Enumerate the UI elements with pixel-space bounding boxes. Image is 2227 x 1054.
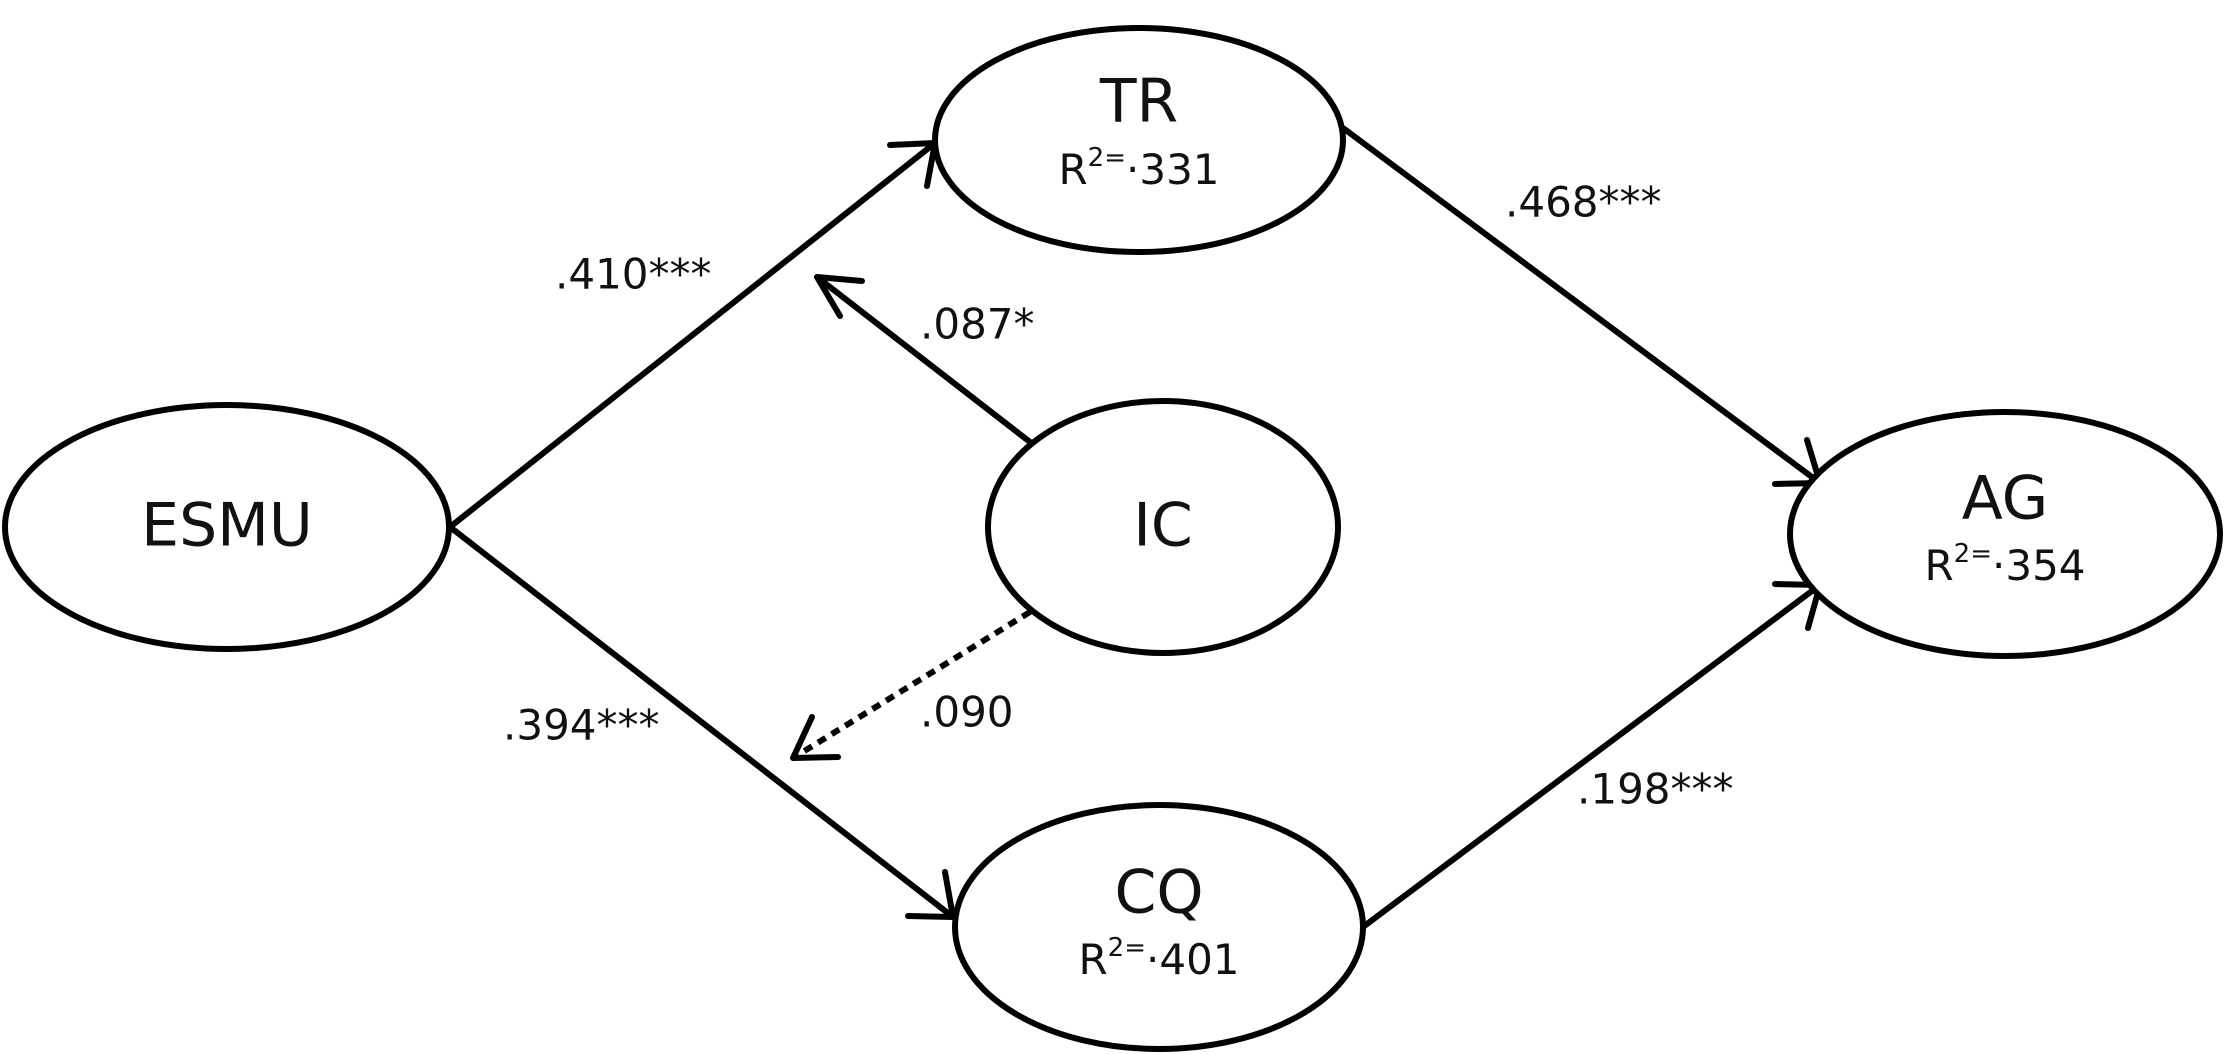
node-esmu-shape <box>2 402 452 652</box>
coef-ic-cq-path: .090 <box>920 688 1014 737</box>
node-ag: AG R2=·354 <box>1787 409 2223 659</box>
node-ic: IC <box>985 398 1341 656</box>
edge-ic-tr-path <box>815 274 1032 445</box>
edge-cq-ag <box>1361 582 1822 930</box>
node-esmu-label: ESMU <box>141 491 313 561</box>
node-cq-shape <box>952 802 1366 1052</box>
node-cq-r2-prefix: R <box>1078 935 1107 984</box>
node-cq-r2-value: ·401 <box>1146 935 1240 984</box>
node-cq-label: CQ <box>1114 858 1203 928</box>
node-tr-r2-sup: 2= <box>1088 143 1126 173</box>
arrowhead-ic-tr-path <box>814 274 865 319</box>
node-tr-r2-prefix: R <box>1058 145 1087 194</box>
node-ag-r2-value: ·354 <box>1992 541 2086 590</box>
coef-esmu-cq: .394*** <box>503 701 660 750</box>
edge-esmu-cq <box>448 524 955 920</box>
node-ag-r2: R2=·354 <box>1924 539 2085 590</box>
node-ic-shape <box>985 398 1341 656</box>
coefficients: .410*** .394*** .468*** .198*** .087* .0… <box>503 178 1734 814</box>
coef-tr-ag: .468*** <box>1505 178 1662 227</box>
coef-cq-ag: .198*** <box>1577 765 1734 814</box>
node-tr-label: TR <box>1099 67 1178 137</box>
node-tr-r2-value: ·331 <box>1126 145 1220 194</box>
node-cq: CQ R2=·401 <box>952 802 1366 1052</box>
node-tr-shape <box>932 25 1346 255</box>
coef-ic-tr-path: .087* <box>920 300 1035 349</box>
arrowhead-ic-cq-path <box>790 714 841 761</box>
node-tr-r2: R2=·331 <box>1058 143 1219 194</box>
node-ag-r2-prefix: R <box>1924 541 1953 590</box>
node-ag-r2-sup: 2= <box>1954 539 1992 569</box>
node-ag-shape <box>1787 409 2223 659</box>
node-ic-label: IC <box>1133 491 1193 561</box>
node-cq-r2: R2=·401 <box>1078 933 1239 984</box>
edge-esmu-tr <box>448 140 937 530</box>
node-esmu: ESMU <box>2 402 452 652</box>
node-cq-r2-sup: 2= <box>1108 933 1146 963</box>
node-ag-label: AG <box>1962 464 2048 534</box>
coef-esmu-tr: .410*** <box>555 250 712 299</box>
edge-ic-cq-path <box>791 609 1032 761</box>
node-tr: TR R2=·331 <box>932 25 1346 255</box>
edge-tr-ag <box>1341 125 1822 486</box>
edges <box>448 125 1823 930</box>
